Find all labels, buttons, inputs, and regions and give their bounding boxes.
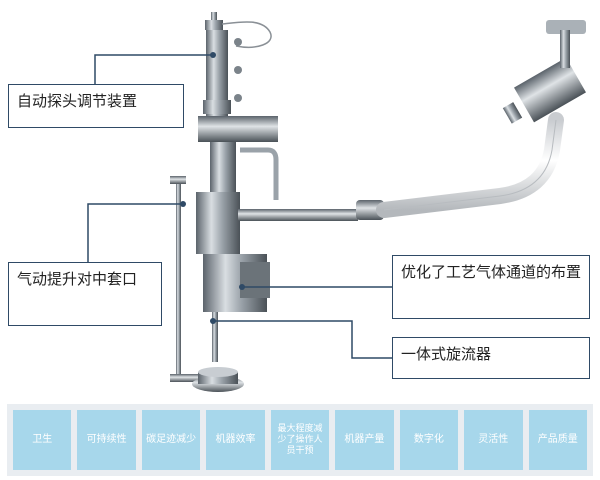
benefit-flexibility: 灵活性 xyxy=(464,410,523,470)
benefit-digitalization: 数字化 xyxy=(399,410,459,470)
label-swirler: 一体式旋流器 xyxy=(392,337,590,379)
main-column xyxy=(196,30,279,362)
benefit-carbon-reduction: 碳足迹减少 xyxy=(141,410,201,470)
benefit-machine-output: 机器产量 xyxy=(335,410,394,470)
nozzle-assembly xyxy=(502,20,586,124)
gas-tube xyxy=(238,112,564,221)
benefits-bar: 卫生 可持续性 碳足迹减少 机器效率 最大程度减少了操作人员干预 机器产量 数字… xyxy=(7,404,593,476)
label-pneumatic-lift: 气动提升对中套口 xyxy=(8,262,162,326)
benefit-hygiene: 卫生 xyxy=(13,410,72,470)
benefit-sustainability: 可持续性 xyxy=(77,410,136,470)
benefit-machine-efficiency: 机器效率 xyxy=(206,410,265,470)
equipment-illustration xyxy=(87,12,586,392)
label-gas-channel: 优化了工艺气体通道的布置 xyxy=(392,255,590,319)
benefit-product-quality: 产品质量 xyxy=(528,410,587,470)
benefit-minimal-intervention: 最大程度减少了操作人员干预 xyxy=(270,410,330,470)
swirler-base xyxy=(192,367,244,392)
probe-rod xyxy=(205,12,272,48)
label-probe-adjuster: 自动探头调节装置 xyxy=(8,84,184,128)
leader-lines xyxy=(87,52,392,359)
